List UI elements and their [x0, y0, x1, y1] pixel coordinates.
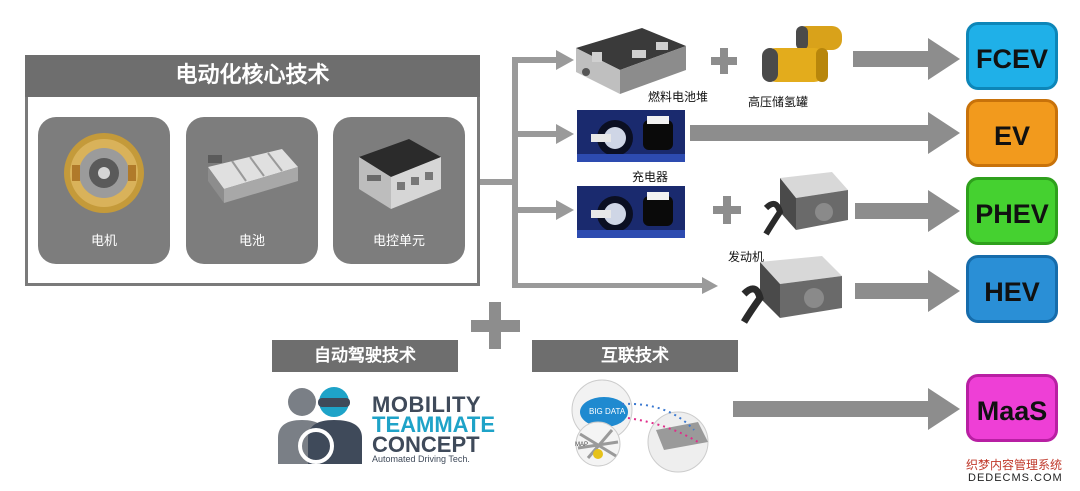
engine-hev-icon — [740, 256, 842, 324]
badge-phev: PHEV — [966, 177, 1058, 245]
battery-pack-icon — [208, 149, 298, 203]
hydrogen-tank-label: 高压储氢罐 — [748, 95, 809, 109]
location-pin-icon — [593, 449, 603, 459]
component-label-pcu: 电控单元 — [372, 234, 425, 249]
branch-charger-phev — [512, 207, 556, 213]
watermark-url: DEDECMS.COM — [968, 472, 1063, 484]
component-label-battery: 电池 — [238, 234, 265, 249]
fuel-cell-stack-icon — [576, 28, 686, 94]
badge-ev: EV — [966, 99, 1058, 167]
branch-charger-ev — [512, 131, 556, 137]
badge-hev: HEV — [966, 255, 1058, 323]
hydrogen-tank-icon — [762, 26, 842, 82]
arrow-fcev-head — [928, 38, 960, 80]
arrow-ev-shaft — [690, 125, 931, 141]
driver-teammate-logo-icon — [278, 387, 362, 464]
motor-icon — [64, 133, 144, 213]
component-card-battery: 电池 — [186, 117, 318, 264]
connected-title: 互联技术 — [532, 340, 738, 372]
mobility-logo-line3: CONCEPT — [372, 432, 480, 457]
autonomous-title: 自动驾驶技术 — [272, 340, 458, 372]
charger-label: 充电器 — [632, 170, 669, 184]
component-card-motor: 电机 — [38, 117, 170, 264]
mobility-logo-line1: MOBILITY — [372, 392, 482, 417]
big-data-text: BIG DATA — [589, 407, 626, 416]
charger-photo-ev — [577, 110, 685, 162]
arrow-hev-head — [928, 270, 960, 312]
watermark-title: 织梦内容管理系统 — [966, 458, 1063, 472]
plus-hydrogen-v — [720, 48, 728, 74]
branch-engine-hev — [512, 283, 702, 288]
core-tech-title: 电动化核心技术 — [25, 55, 480, 97]
badge-fcev: FCEV — [966, 22, 1058, 90]
plus-big-v — [489, 302, 501, 349]
engine-label: 发动机 — [728, 250, 765, 264]
mobility-logo-line2: TEAMMATE — [372, 412, 496, 437]
branch-charger-ev-arrowhead — [556, 124, 574, 144]
badge-maas: MaaS — [966, 374, 1058, 442]
branch-fuel-cell-arrowhead — [556, 50, 574, 70]
fuel-cell-label: 燃料电池堆 — [648, 90, 709, 104]
power-control-unit-icon — [359, 139, 441, 209]
arrow-maas-head — [928, 388, 960, 430]
arrow-phev-head — [928, 190, 960, 232]
map-text: MAP — [575, 442, 589, 448]
arrow-ev-head — [928, 112, 960, 154]
plus-engine-v — [723, 196, 731, 224]
arrow-fcev-shaft — [853, 51, 931, 67]
component-card-pcu: 电控单元 — [333, 117, 465, 264]
branch-charger-phev-arrowhead — [556, 200, 574, 220]
engine-phev-icon — [763, 172, 848, 236]
cloud-icon — [580, 397, 628, 427]
arrow-hev-shaft — [855, 283, 931, 299]
panel-connector-stub — [480, 179, 516, 185]
arrow-phev-shaft — [855, 203, 931, 219]
vertical-trunk — [512, 57, 518, 288]
arrow-maas-shaft — [733, 401, 931, 417]
branch-engine-hev-arrowhead — [702, 277, 718, 294]
charger-photo-phev — [577, 186, 685, 238]
component-label-motor: 电机 — [90, 234, 117, 249]
big-data-graphic — [571, 379, 709, 473]
mobility-logo-tagline: Automated Driving Tech. — [372, 454, 470, 464]
branch-fuel-cell — [512, 57, 556, 63]
